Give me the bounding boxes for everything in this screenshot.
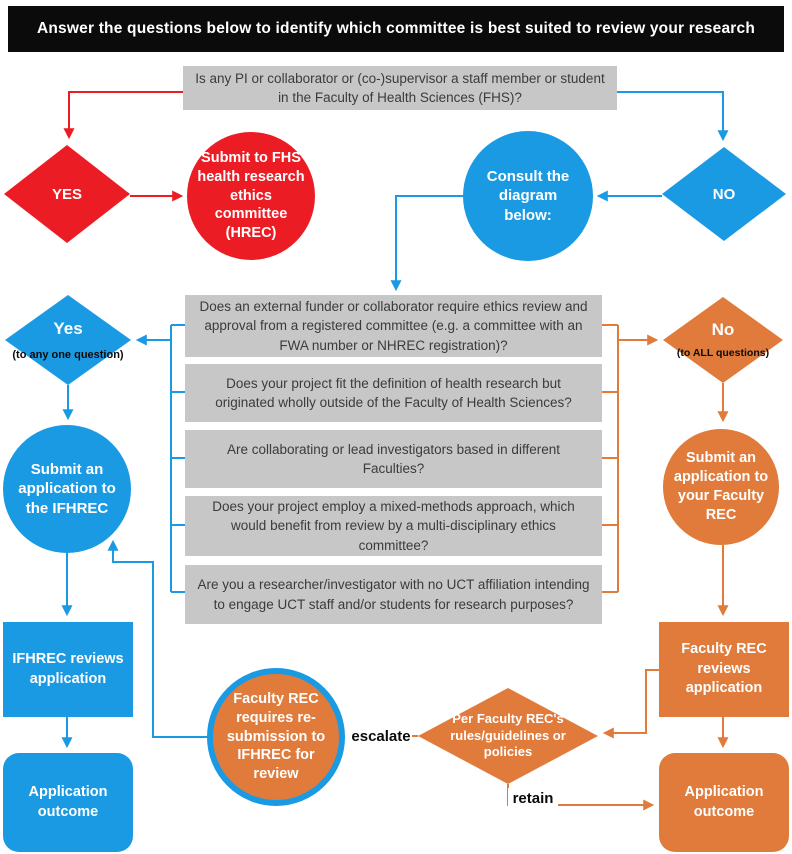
connector-resubmit-to-ifhrec [107,539,207,738]
retain-label: retain [508,788,558,808]
connector-consult-to-questions [390,195,463,292]
top-question-box: Is any PI or collaborator or (co-)superv… [183,66,617,110]
question-box-2: Does your project fit the definition of … [185,364,602,422]
facrec-review-text: Faculty REC reviews application [681,641,767,697]
policy-diamond-label: Per Faculty REC's rules/guidelines or po… [450,710,566,760]
header-title: Answer the questions below to identify w… [37,20,755,37]
ifhrec-review-text: IFHREC reviews application [12,650,124,687]
question-2-text: Does your project fit the definition of … [215,375,572,410]
yes-any-label: Yes [53,319,83,338]
header-bar: Answer the questions below to identify w… [8,6,784,52]
question-box-4: Does your project employ a mixed-methods… [185,496,602,556]
consult-circle-text: Consult the diagram below: [486,167,570,224]
resubmit-circle-text: Faculty REC requires re-submission to IF… [226,690,326,783]
no-all-diamond-shape [663,297,783,383]
yes-diamond-shape [4,145,130,243]
policy-diamond-shape [418,688,598,784]
question-1-text: Does an external funder or collaborator … [199,299,588,353]
connector-question-to-yes [63,91,183,140]
facrec-submit-text: Submit an application to your Faculty RE… [673,450,769,523]
no-diamond-label: NO [712,185,736,203]
question-4-text: Does your project employ a mixed-methods… [212,499,575,553]
question-box-1: Does an external funder or collaborator … [185,295,602,357]
facrec-review-box: Faculty REC reviews application [659,622,789,717]
application-outcome-left: Application outcome [3,753,133,852]
yes-any-note: (to any one question) [12,349,124,361]
yes-diamond-label: YES [51,185,82,203]
facrec-submit-circle: Submit an application to your Faculty RE… [663,429,779,545]
consult-circle: Consult the diagram below: [463,131,593,261]
application-outcome-right: Application outcome [659,753,789,852]
question-3-text: Are collaborating or lead investigators … [227,441,560,476]
question-box-3: Are collaborating or lead investigators … [185,430,602,488]
question-5-text: Are you a researcher/investigator with n… [197,577,590,612]
escalate-label: escalate [350,726,412,746]
no-all-note: (to ALL questions) [676,347,770,359]
no-diamond-shape [662,147,786,241]
hrec-circle-text: Submit to FHS health research ethics com… [197,149,305,242]
yes-any-diamond-shape [5,295,131,385]
ifhrec-review-box: IFHREC reviews application [3,622,133,717]
resubmit-circle: Faculty REC requires re-submission to IF… [207,668,345,806]
connector-review-to-policy [602,669,659,739]
connector-question-to-no [617,91,729,142]
ifhrec-submit-circle: Submit an application to the IFHREC [3,425,131,553]
top-question-text: Is any PI or collaborator or (co-)superv… [195,70,605,105]
application-outcome-right-text: Application outcome [684,783,764,820]
question-box-5: Are you a researcher/investigator with n… [185,565,602,624]
application-outcome-left-text: Application outcome [28,783,108,820]
no-all-label: No [711,320,735,339]
hrec-circle: Submit to FHS health research ethics com… [187,132,315,260]
ifhrec-submit-text: Submit an application to the IFHREC [18,460,116,517]
